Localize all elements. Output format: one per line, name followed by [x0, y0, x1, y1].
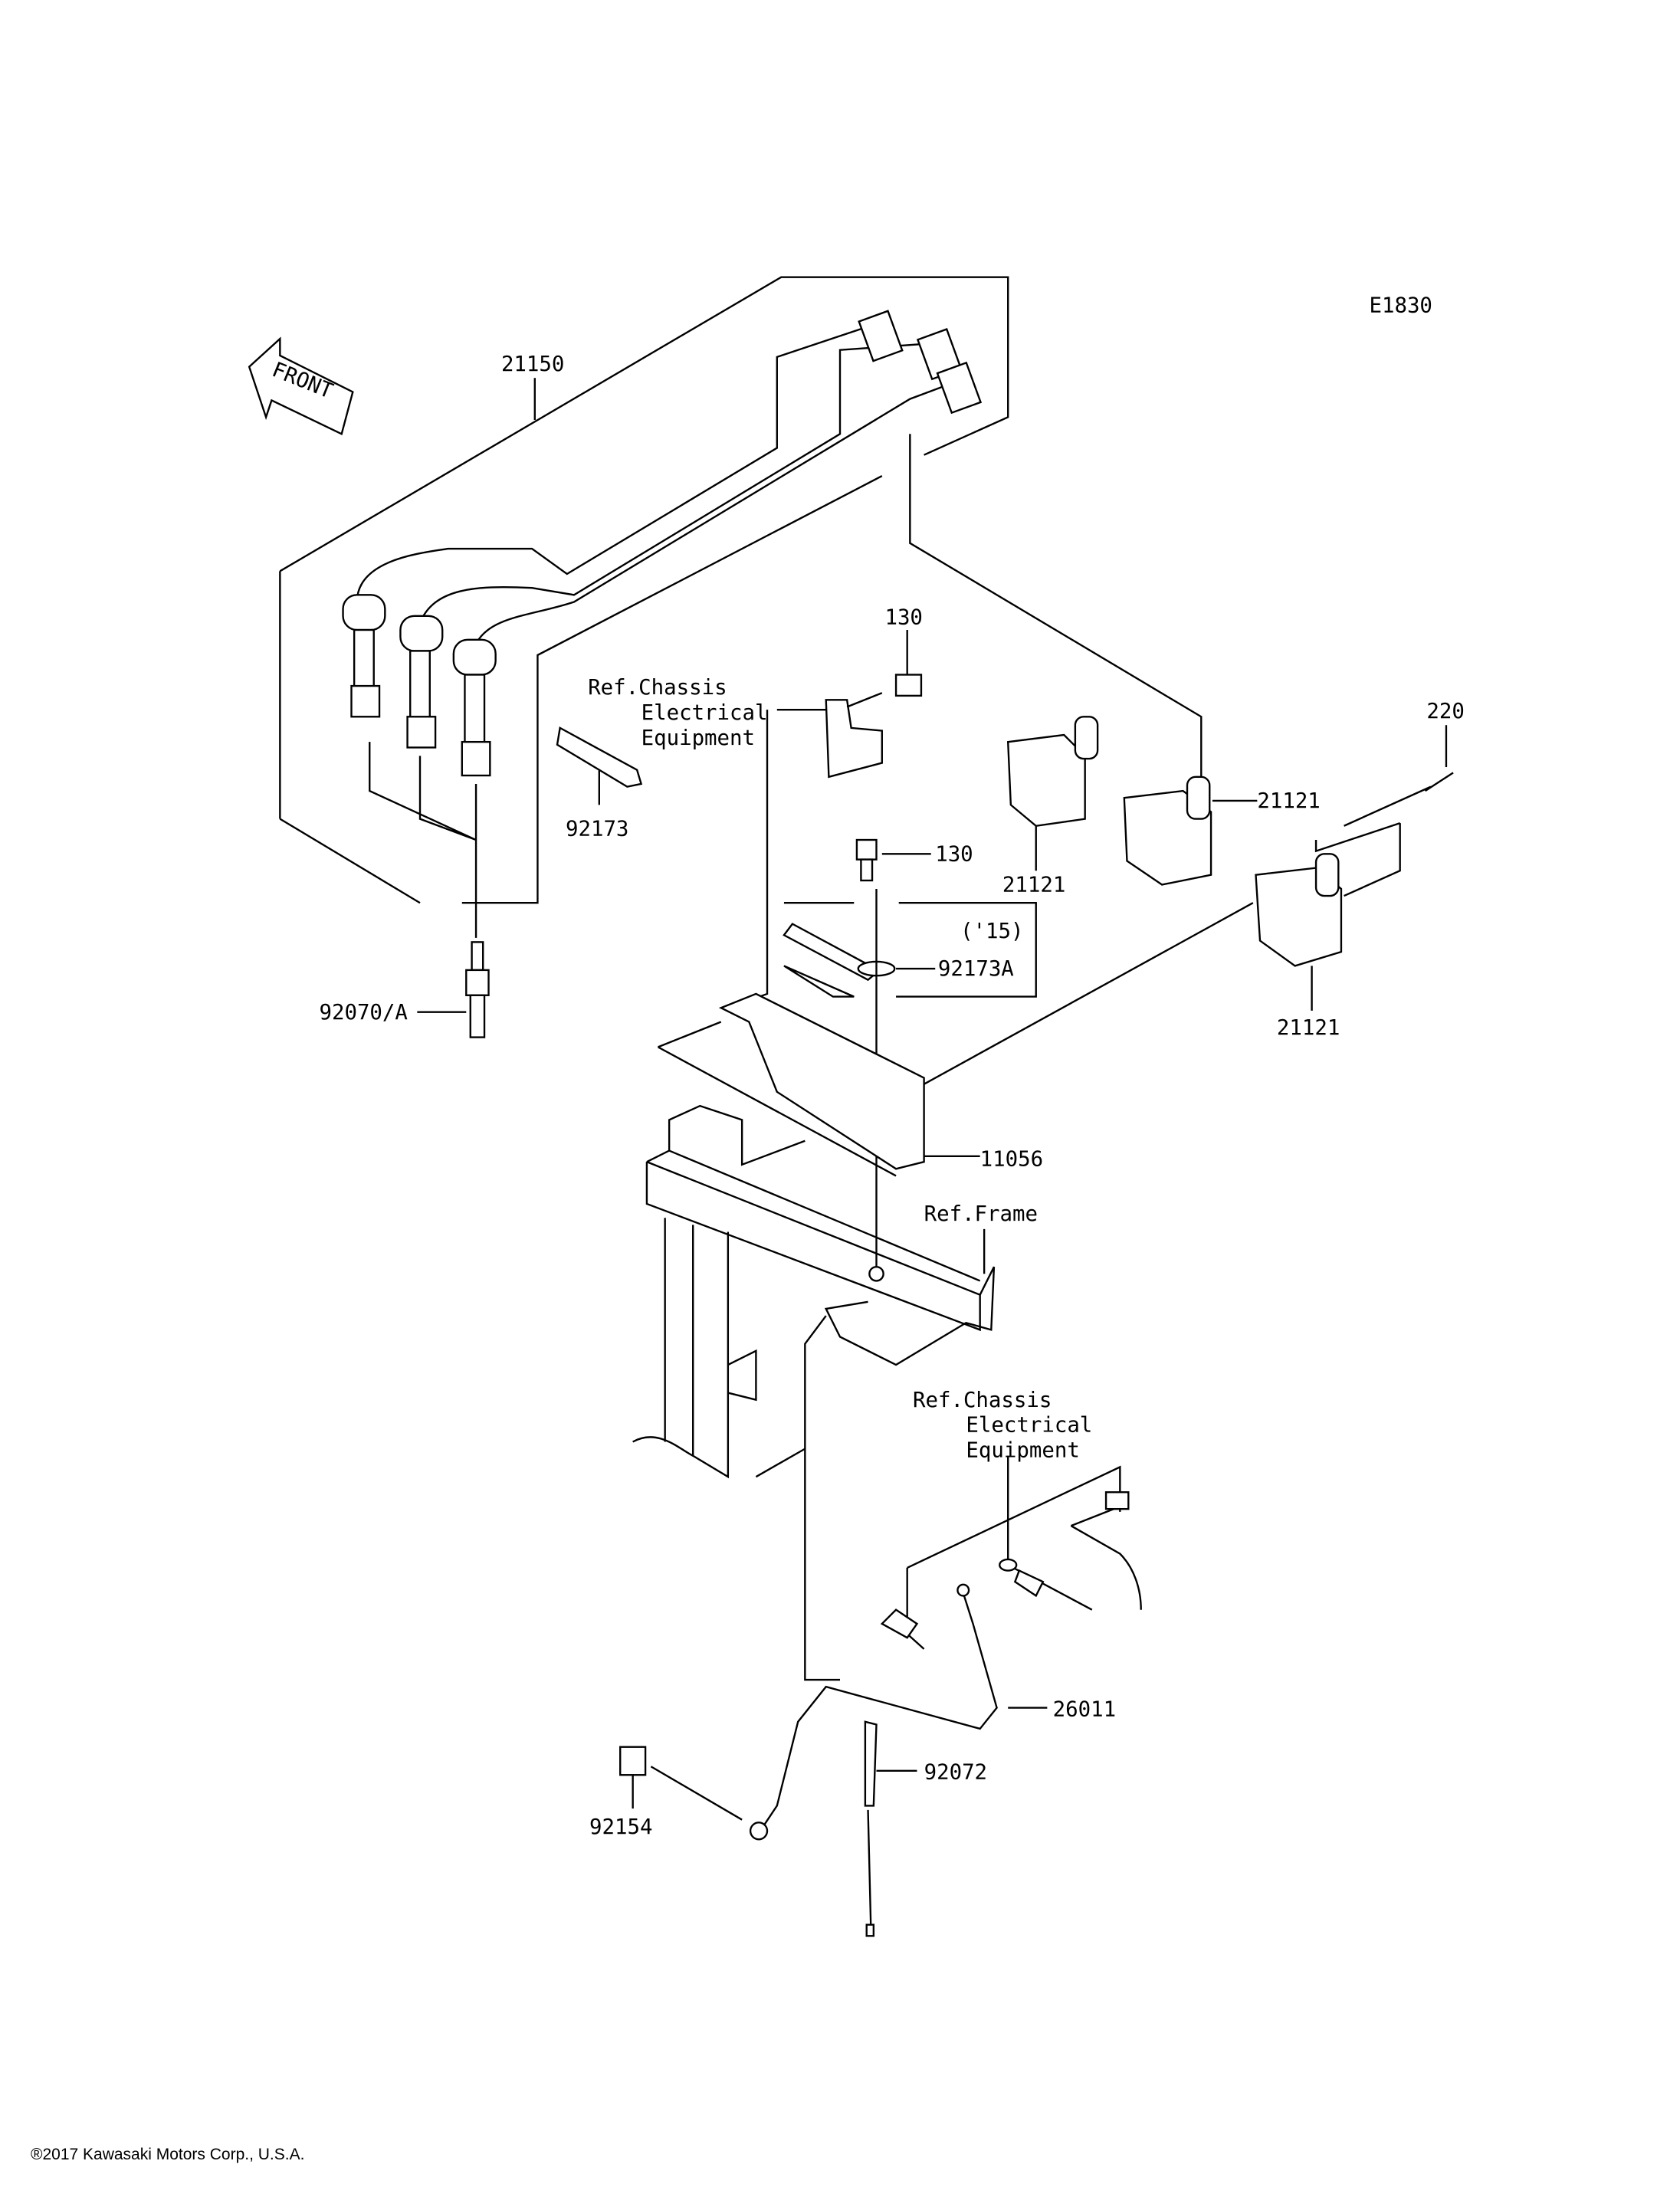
label-92154: 92154	[589, 1815, 652, 1839]
label-21121-a: 21121	[1257, 789, 1320, 813]
ref-chassis-lower-1: Ref.Chassis	[913, 1389, 1052, 1412]
ref-chassis-lower-3: Equipment	[966, 1439, 1079, 1463]
leader-lines-coils	[909, 785, 1432, 1093]
label-92173a: 92173A	[938, 957, 1014, 981]
label-26011: 26011	[1053, 1698, 1116, 1722]
ignition-coil	[1006, 716, 1454, 967]
label-11056: 11056	[980, 1148, 1043, 1172]
label-130-lower: 130	[935, 842, 973, 866]
chassis-bracket	[825, 699, 883, 779]
leads-group-outline	[279, 276, 1009, 904]
bolt-92154	[619, 1746, 647, 1776]
leader-line-ref-chassis-upper	[776, 692, 883, 711]
leader-lines-ground	[650, 1707, 1048, 1821]
plug-leads-21150	[342, 310, 983, 938]
label-92070a: 92070/A	[319, 1001, 407, 1025]
label-21121-c: 21121	[1277, 1016, 1340, 1040]
ref-chassis-lower-2: Electrical	[966, 1414, 1092, 1438]
ground-group-outline	[804, 1448, 1121, 1681]
ref-chassis-upper-2: Electrical	[641, 701, 768, 725]
leader-lines-11056	[657, 1021, 980, 1177]
bolt-130-lower-shank	[860, 858, 874, 882]
label-92072: 92072	[924, 1761, 987, 1785]
ref-chassis-upper-3: Equipment	[641, 726, 755, 750]
bracket-11056	[718, 992, 925, 1170]
ref-chassis-upper-1: Ref.Chassis	[588, 676, 727, 700]
leader-line-bracket	[727, 710, 769, 1009]
band-92173	[556, 726, 643, 788]
label-130-upper: 130	[884, 606, 922, 630]
spark-plug-92070	[465, 941, 490, 1038]
front-arrow-icon: FRONT	[248, 336, 354, 435]
bolt-130-lower-head	[855, 838, 878, 861]
copyright: ®2017 Kawasaki Motors Corp., U.S.A.	[31, 2146, 305, 2163]
bolt-130	[894, 674, 923, 697]
frame-reference	[632, 1104, 996, 1479]
leader-line-21150-coil	[909, 434, 1203, 777]
label-21121-b: 21121	[1002, 874, 1065, 897]
year-15-group-outline	[783, 902, 1037, 998]
clamp-92072	[864, 1720, 917, 1937]
year-note: ('15)	[960, 920, 1023, 943]
label-220: 220	[1426, 700, 1464, 723]
label-21150: 21150	[501, 353, 564, 376]
ref-frame: Ref.Frame	[924, 1202, 1038, 1226]
label-92173: 92173	[566, 818, 628, 841]
ground-lead-26011	[749, 1491, 1142, 1841]
diagram-code: E1830	[1369, 293, 1432, 317]
